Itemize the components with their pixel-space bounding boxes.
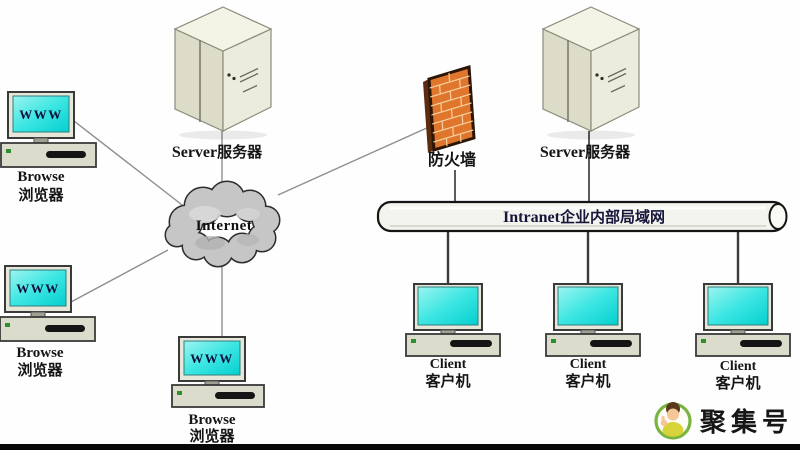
browser3-label-en: Browse (188, 412, 236, 428)
mascot-body (662, 422, 684, 437)
power-led (5, 323, 10, 327)
desktop-computer-icon: WWW (0, 265, 96, 342)
server1-label-en: Server (172, 144, 217, 161)
browser-node-1: WWW Browse 浏览器 (0, 91, 97, 204)
power-led (6, 149, 11, 153)
watermark-text: 聚集号 (699, 407, 793, 437)
server-top-face (173, 6, 273, 52)
server-tower-icon (541, 6, 641, 140)
www-screen-text: WWW (19, 107, 63, 122)
client1-label-en: Client (430, 357, 467, 372)
drive-slot (590, 340, 632, 347)
client-node-1: Client 客户机 (405, 283, 501, 390)
server-node-2: Server服务器 (540, 6, 641, 161)
browser-node-3: WWW Browse 浏览器 (171, 336, 265, 445)
server-drive-slot (610, 84, 626, 93)
browser1-label-en: Browse (17, 169, 65, 185)
desktop-computer-icon: WWW (0, 91, 97, 168)
client3-label-en: Client (720, 359, 757, 374)
server-shadow (179, 130, 267, 140)
cloud-body (166, 182, 279, 266)
drive-slot (450, 340, 492, 347)
mascot-thumb (661, 416, 665, 423)
browser1-label-zh: 浏览器 (18, 186, 64, 204)
firewall-icon (427, 65, 476, 152)
internet-label: Internet (196, 218, 253, 234)
desktop-computer-icon (545, 283, 641, 357)
browser2-label-zh: 浏览器 (17, 361, 63, 379)
intranet-label: Intranet企业内部局域网 (503, 208, 665, 226)
drive-slot (45, 325, 85, 332)
server-shadow (547, 130, 635, 140)
connection-lines (70, 120, 740, 338)
power-led (701, 339, 706, 343)
server-button (227, 73, 231, 77)
bottom-border (0, 444, 800, 450)
drive-slot (46, 151, 86, 158)
client-node-2: Client 客户机 (545, 283, 641, 390)
drive-slot (215, 392, 255, 399)
pipe-end-cap (768, 203, 788, 230)
firewall-side-edge (423, 79, 434, 153)
server2-label-zh: 服务器 (585, 143, 631, 161)
client3-label-zh: 客户机 (714, 374, 760, 392)
internet-cloud: Internet (164, 180, 281, 268)
desktop-computer-icon (405, 283, 501, 357)
www-screen-text: WWW (190, 351, 234, 366)
server-node-1: Server服务器 (172, 6, 273, 161)
server-vent (607, 72, 627, 83)
browser3-label-zh: 浏览器 (189, 427, 235, 445)
server-button (595, 73, 599, 77)
www-screen-text: WWW (16, 281, 60, 296)
server-drive-slot (242, 84, 258, 93)
link-internet-firewall (277, 126, 430, 196)
client2-label-en: Client (570, 357, 607, 372)
intranet-bus: Intranet企业内部局域网 (376, 200, 788, 233)
link-internet-browser2 (70, 249, 169, 303)
server2-label: Server服务器 (540, 143, 631, 161)
server-button (600, 76, 604, 81)
intranet-label-en: Intranet (503, 209, 561, 226)
power-led (177, 391, 182, 395)
monitor-screen (417, 286, 479, 326)
server2-label-en: Server (540, 144, 585, 161)
power-led (551, 339, 556, 343)
client1-label-zh: 客户机 (424, 372, 470, 390)
server-vent (239, 67, 259, 78)
link-browser1-internet (73, 120, 187, 209)
firewall-label: 防火墙 (428, 150, 476, 169)
desktop-computer-icon: WWW (171, 336, 265, 408)
browser2-label-en: Browse (16, 345, 64, 361)
client-node-3: Client 客户机 (695, 283, 791, 392)
server-top-face (541, 6, 641, 52)
intranet-label-zh: 企业内部局域网 (559, 208, 665, 226)
mascot-icon (654, 402, 692, 440)
monitor-screen (12, 95, 70, 133)
monitor-screen (183, 340, 241, 376)
server1-label-zh: 服务器 (217, 143, 263, 161)
desktop-computer-icon (695, 283, 791, 357)
server-vent (239, 72, 259, 83)
server-vent (607, 67, 627, 78)
server-button (232, 76, 236, 81)
drive-slot (740, 340, 782, 347)
watermark-logo: 聚集号 (654, 402, 793, 440)
firewall-node: 防火墙 (423, 65, 476, 169)
monitor-screen (707, 286, 769, 326)
monitor-screen (9, 269, 67, 307)
browser-node-2: WWW Browse 浏览器 (0, 265, 96, 379)
mascot-face (667, 408, 679, 421)
power-led (411, 339, 416, 343)
client2-label-zh: 客户机 (564, 372, 610, 390)
monitor-screen (557, 286, 619, 326)
server-tower-icon (173, 6, 273, 140)
server1-label: Server服务器 (172, 143, 263, 161)
